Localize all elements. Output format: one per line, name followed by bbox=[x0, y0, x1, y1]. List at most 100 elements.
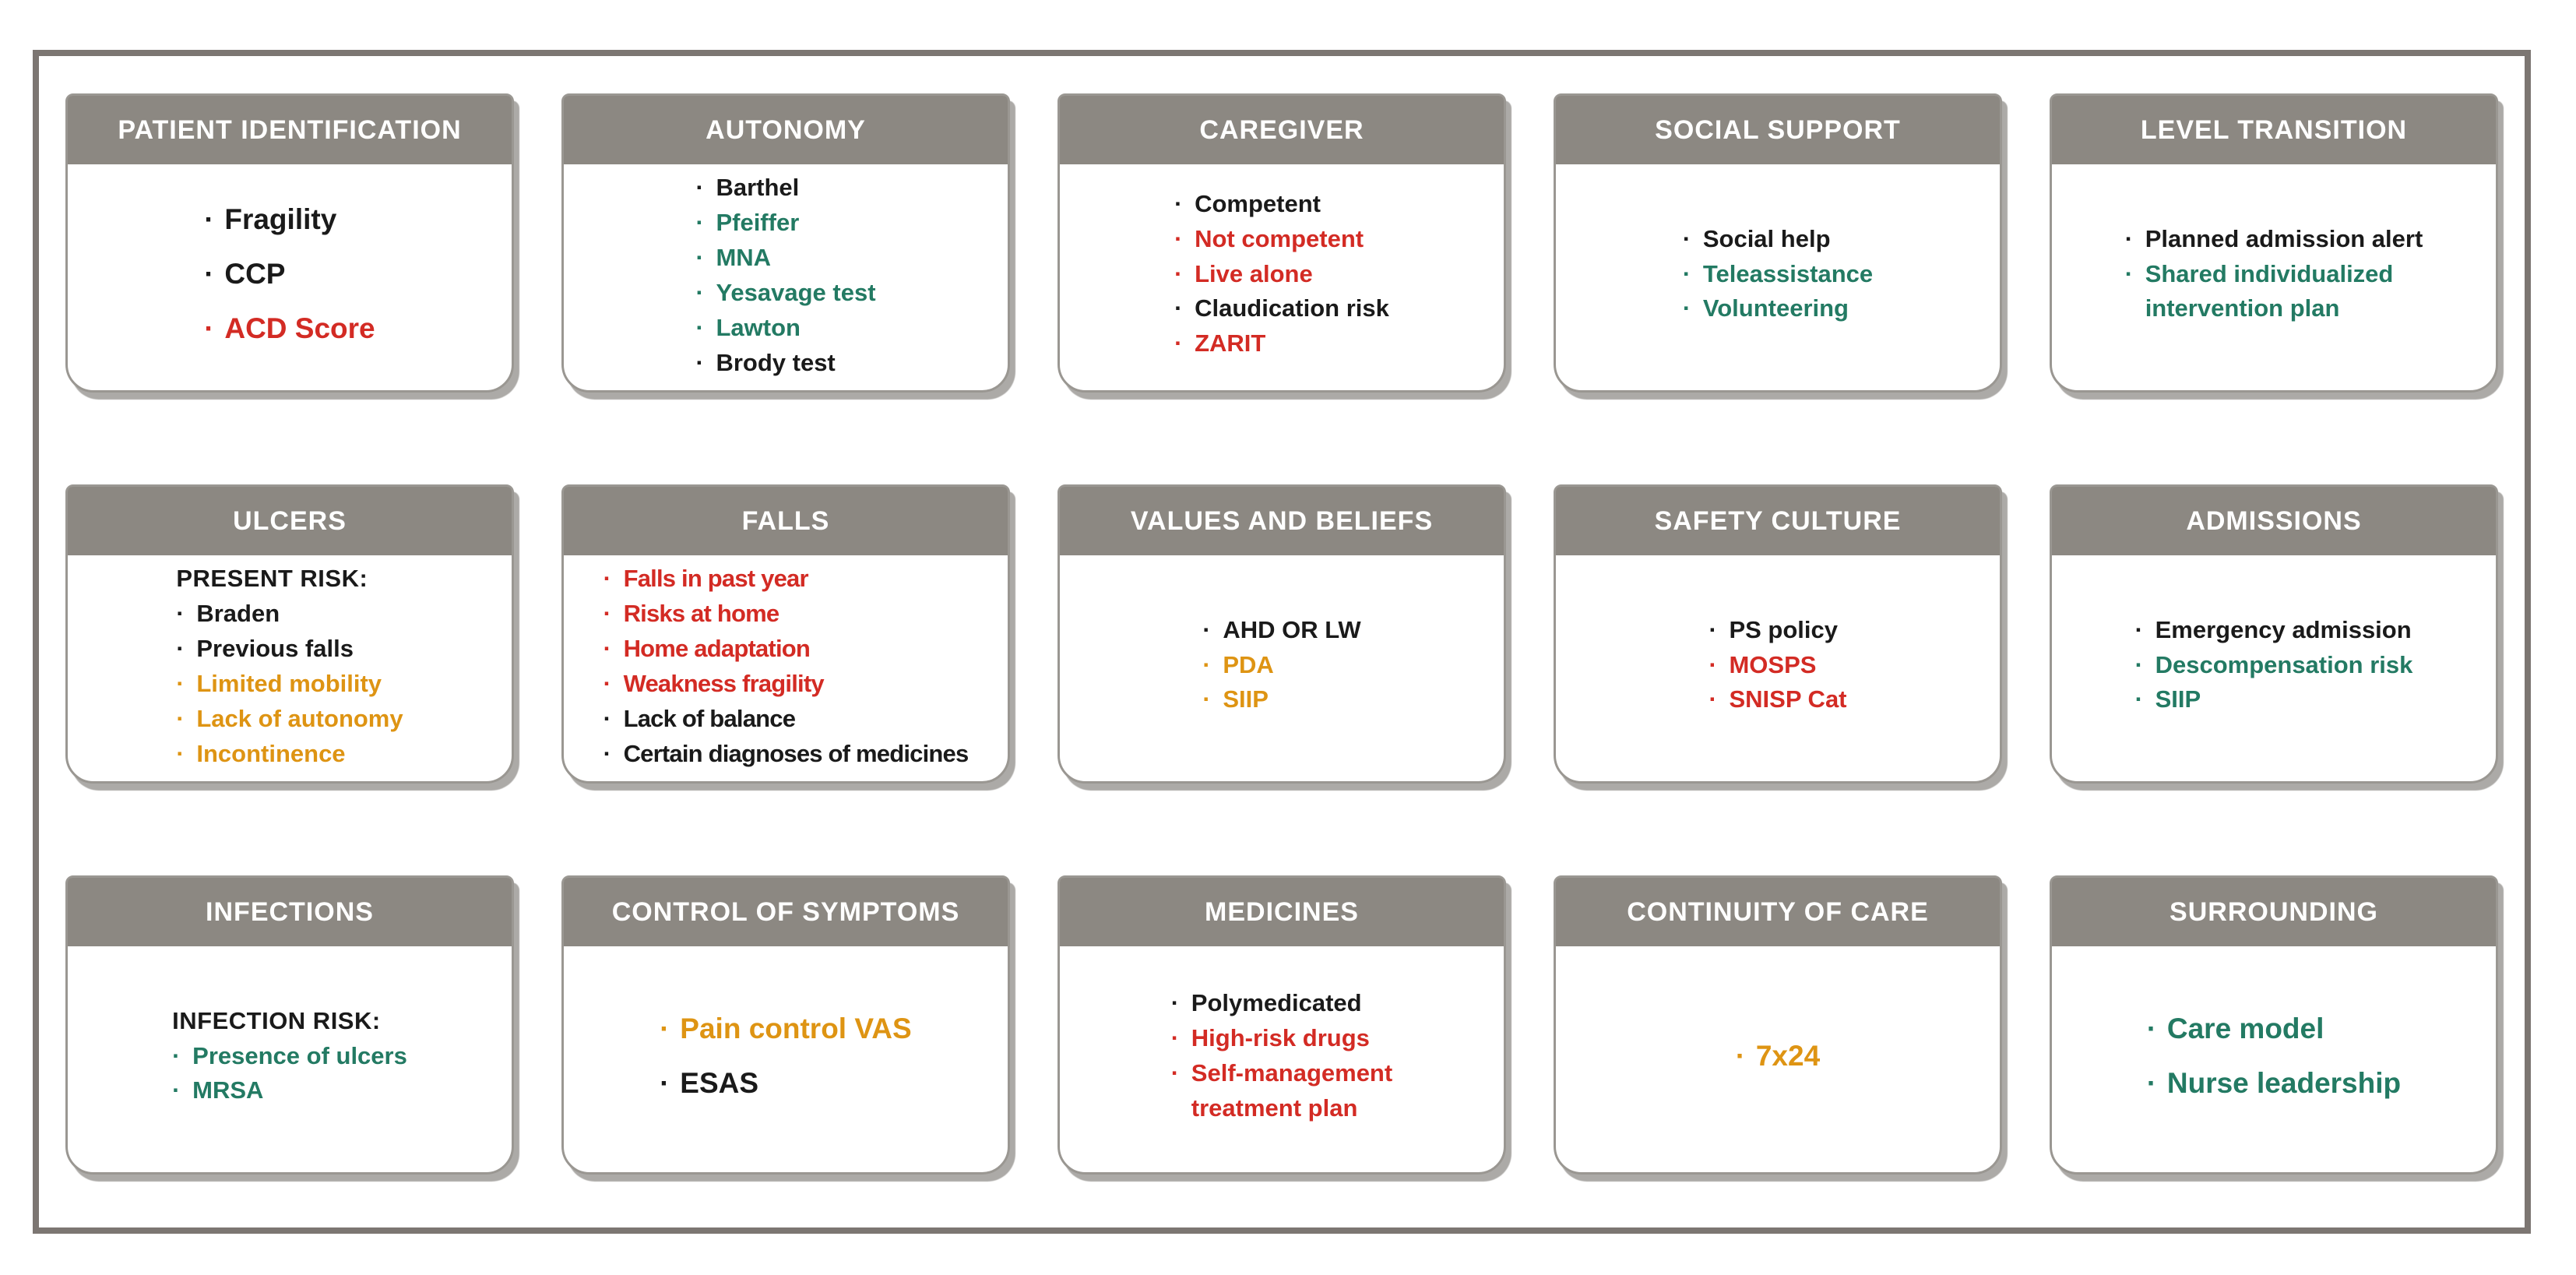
card-item-text: PDA bbox=[1223, 650, 1274, 678]
card-item-text: SIIP bbox=[2155, 685, 2201, 713]
card-header: SAFETY CULTURE bbox=[1556, 487, 2000, 555]
bullet-icon: · bbox=[695, 208, 704, 236]
bullet-icon: · bbox=[695, 174, 704, 201]
card-header: CONTINUITY OF CARE bbox=[1556, 878, 2000, 946]
bullet-icon: · bbox=[172, 1041, 181, 1069]
card-level-transition: LEVEL TRANSITION ·Planned admission aler… bbox=[2050, 93, 2498, 393]
card-item: ·Barthel bbox=[695, 171, 875, 206]
card-item: ·Previous falls bbox=[176, 632, 403, 667]
card-header: PATIENT IDENTIFICATION bbox=[68, 96, 512, 164]
card-values-and-beliefs: VALUES AND BELIEFS ·AHD OR LW·PDA·SIIP bbox=[1057, 484, 1506, 784]
card-body: PRESENT RISK:·Braden·Previous falls·Limi… bbox=[68, 555, 512, 784]
bullet-icon: · bbox=[1709, 685, 1717, 713]
card-surrounding: SURROUNDING ·Care model·Nurse leadership bbox=[2050, 875, 2498, 1175]
card-item: ·AHD OR LW bbox=[1202, 613, 1360, 648]
card-item: ·Falls in past year bbox=[604, 562, 969, 597]
bullet-icon: · bbox=[660, 1067, 670, 1099]
card-item: ·Shared individualized intervention plan bbox=[2125, 257, 2423, 327]
bullet-icon: · bbox=[1174, 294, 1183, 322]
item-list: ·Falls in past year·Risks at home·Home a… bbox=[603, 562, 970, 772]
card-item-text: High-risk drugs bbox=[1191, 1024, 1370, 1052]
item-list: ·PS policy·MOSPS· SNISP Cat bbox=[1709, 613, 1846, 718]
card-social-support: SOCIAL SUPPORT ·Social help·Teleassistan… bbox=[1554, 93, 2002, 393]
card-item: ·MOSPS bbox=[1709, 648, 1846, 683]
bullet-icon: · bbox=[603, 599, 611, 627]
card-item: · SIIP bbox=[1202, 682, 1360, 717]
bullet-icon: · bbox=[1682, 259, 1691, 287]
card-item-text: SNISP Cat bbox=[1729, 685, 1847, 713]
card-title: ADMISSIONS bbox=[2186, 505, 2362, 536]
card-section-label: INFECTION RISK: bbox=[172, 1004, 407, 1039]
bullet-icon: · bbox=[603, 704, 611, 732]
card-title: LEVEL TRANSITION bbox=[2140, 114, 2408, 145]
card-body: ·Polymedicated·High-risk drugs·Self-mana… bbox=[1060, 946, 1504, 1172]
card-header: FALLS bbox=[564, 487, 1008, 555]
card-item-text: Competent bbox=[1195, 189, 1321, 217]
card-item: ·Not competent bbox=[1174, 222, 1389, 257]
card-item: ·MRSA bbox=[172, 1073, 407, 1108]
card-item-text: Braden bbox=[196, 599, 280, 627]
item-list: ·Fragility·CCP·ACD Score bbox=[204, 192, 375, 357]
cards-grid: PATIENT IDENTIFICATION ·Fragility·CCP·AC… bbox=[39, 56, 2525, 1227]
card-item: ·Fragility bbox=[204, 192, 375, 247]
card-item: ·Home adaptation bbox=[604, 632, 969, 667]
card-item: ·Brody test bbox=[695, 346, 875, 381]
card-item-text: Incontinence bbox=[196, 739, 346, 767]
card-item-text: MRSA bbox=[192, 1076, 264, 1104]
card-body: ·Fragility·CCP·ACD Score bbox=[68, 164, 512, 390]
card-header: SOCIAL SUPPORT bbox=[1556, 96, 2000, 164]
bullet-icon: · bbox=[1202, 615, 1211, 643]
card-header: AUTONOMY bbox=[564, 96, 1008, 164]
card-item: ·Presence of ulcers bbox=[172, 1039, 407, 1074]
card-title: VALUES AND BELIEFS bbox=[1130, 505, 1434, 536]
card-body: ·Planned admission alert·Shared individu… bbox=[2052, 164, 2496, 390]
card-item-text: Teleassistance bbox=[1702, 259, 1874, 287]
card-item: ·Self-management treatment plan bbox=[1171, 1056, 1392, 1126]
card-item-text: Volunteering bbox=[1702, 294, 1849, 322]
card-title: FALLS bbox=[741, 505, 830, 536]
bullet-icon: · bbox=[1174, 189, 1183, 217]
card-title: SURROUNDING bbox=[2170, 896, 2378, 927]
bullet-icon: · bbox=[1202, 685, 1211, 713]
card-item-text: Emergency admission bbox=[2155, 615, 2412, 643]
bullet-icon: · bbox=[1170, 1059, 1180, 1087]
bullet-icon: · bbox=[2134, 615, 2143, 643]
card-item: ·Pfeiffer bbox=[695, 206, 875, 241]
bullet-icon: · bbox=[176, 669, 185, 697]
card-body: ·Competent·Not competent·Live alone·Clau… bbox=[1060, 164, 1504, 390]
card-header: CAREGIVER bbox=[1060, 96, 1504, 164]
card-body: INFECTION RISK:·Presence of ulcers·MRSA bbox=[68, 946, 512, 1172]
card-item-text: MNA bbox=[716, 243, 772, 271]
bullet-icon: · bbox=[660, 1012, 670, 1044]
card-item-text: Shared individualized intervention plan bbox=[2145, 259, 2394, 322]
card-item: ·SIIP bbox=[2135, 682, 2413, 717]
card-title: AUTONOMY bbox=[706, 114, 866, 145]
card-continuity-of-care: CONTINUITY OF CARE ·7x24 bbox=[1554, 875, 2002, 1175]
card-item: ·CCP bbox=[204, 247, 375, 301]
card-item-text: Pain control VAS bbox=[680, 1012, 912, 1044]
bullet-icon: · bbox=[2146, 1067, 2157, 1099]
bullet-icon: · bbox=[1682, 224, 1691, 252]
card-item: ·PS policy bbox=[1709, 613, 1846, 648]
bullet-icon: · bbox=[2124, 224, 2134, 252]
card-caregiver: CAREGIVER ·Competent·Not competent·Live … bbox=[1057, 93, 1506, 393]
card-item-text: Weakness fragility bbox=[623, 669, 825, 697]
card-body: ·Barthel·Pfeiffer·MNA·Yesavage test·Lawt… bbox=[564, 164, 1008, 393]
card-falls: FALLS ·Falls in past year·Risks at home·… bbox=[561, 484, 1010, 784]
bullet-icon: · bbox=[1174, 224, 1183, 252]
bullet-icon: · bbox=[695, 243, 704, 271]
diagram-frame: PATIENT IDENTIFICATION ·Fragility·CCP·AC… bbox=[33, 50, 2531, 1234]
bullet-icon: · bbox=[2146, 1012, 2157, 1044]
card-item: ·Risks at home bbox=[604, 597, 969, 632]
bullet-icon: · bbox=[176, 634, 185, 662]
card-item-text: Brody test bbox=[716, 348, 836, 376]
card-item-text: SIIP bbox=[1223, 685, 1269, 713]
card-infections: INFECTIONS INFECTION RISK:·Presence of u… bbox=[65, 875, 514, 1175]
bullet-icon: · bbox=[1170, 989, 1180, 1017]
card-title: CONTINUITY OF CARE bbox=[1627, 896, 1929, 927]
item-list: ·7x24 bbox=[1736, 1029, 1820, 1083]
card-header: INFECTIONS bbox=[68, 878, 512, 946]
card-item-text: ESAS bbox=[680, 1067, 759, 1099]
card-item-text: Live alone bbox=[1195, 259, 1313, 287]
bullet-icon: · bbox=[603, 634, 611, 662]
